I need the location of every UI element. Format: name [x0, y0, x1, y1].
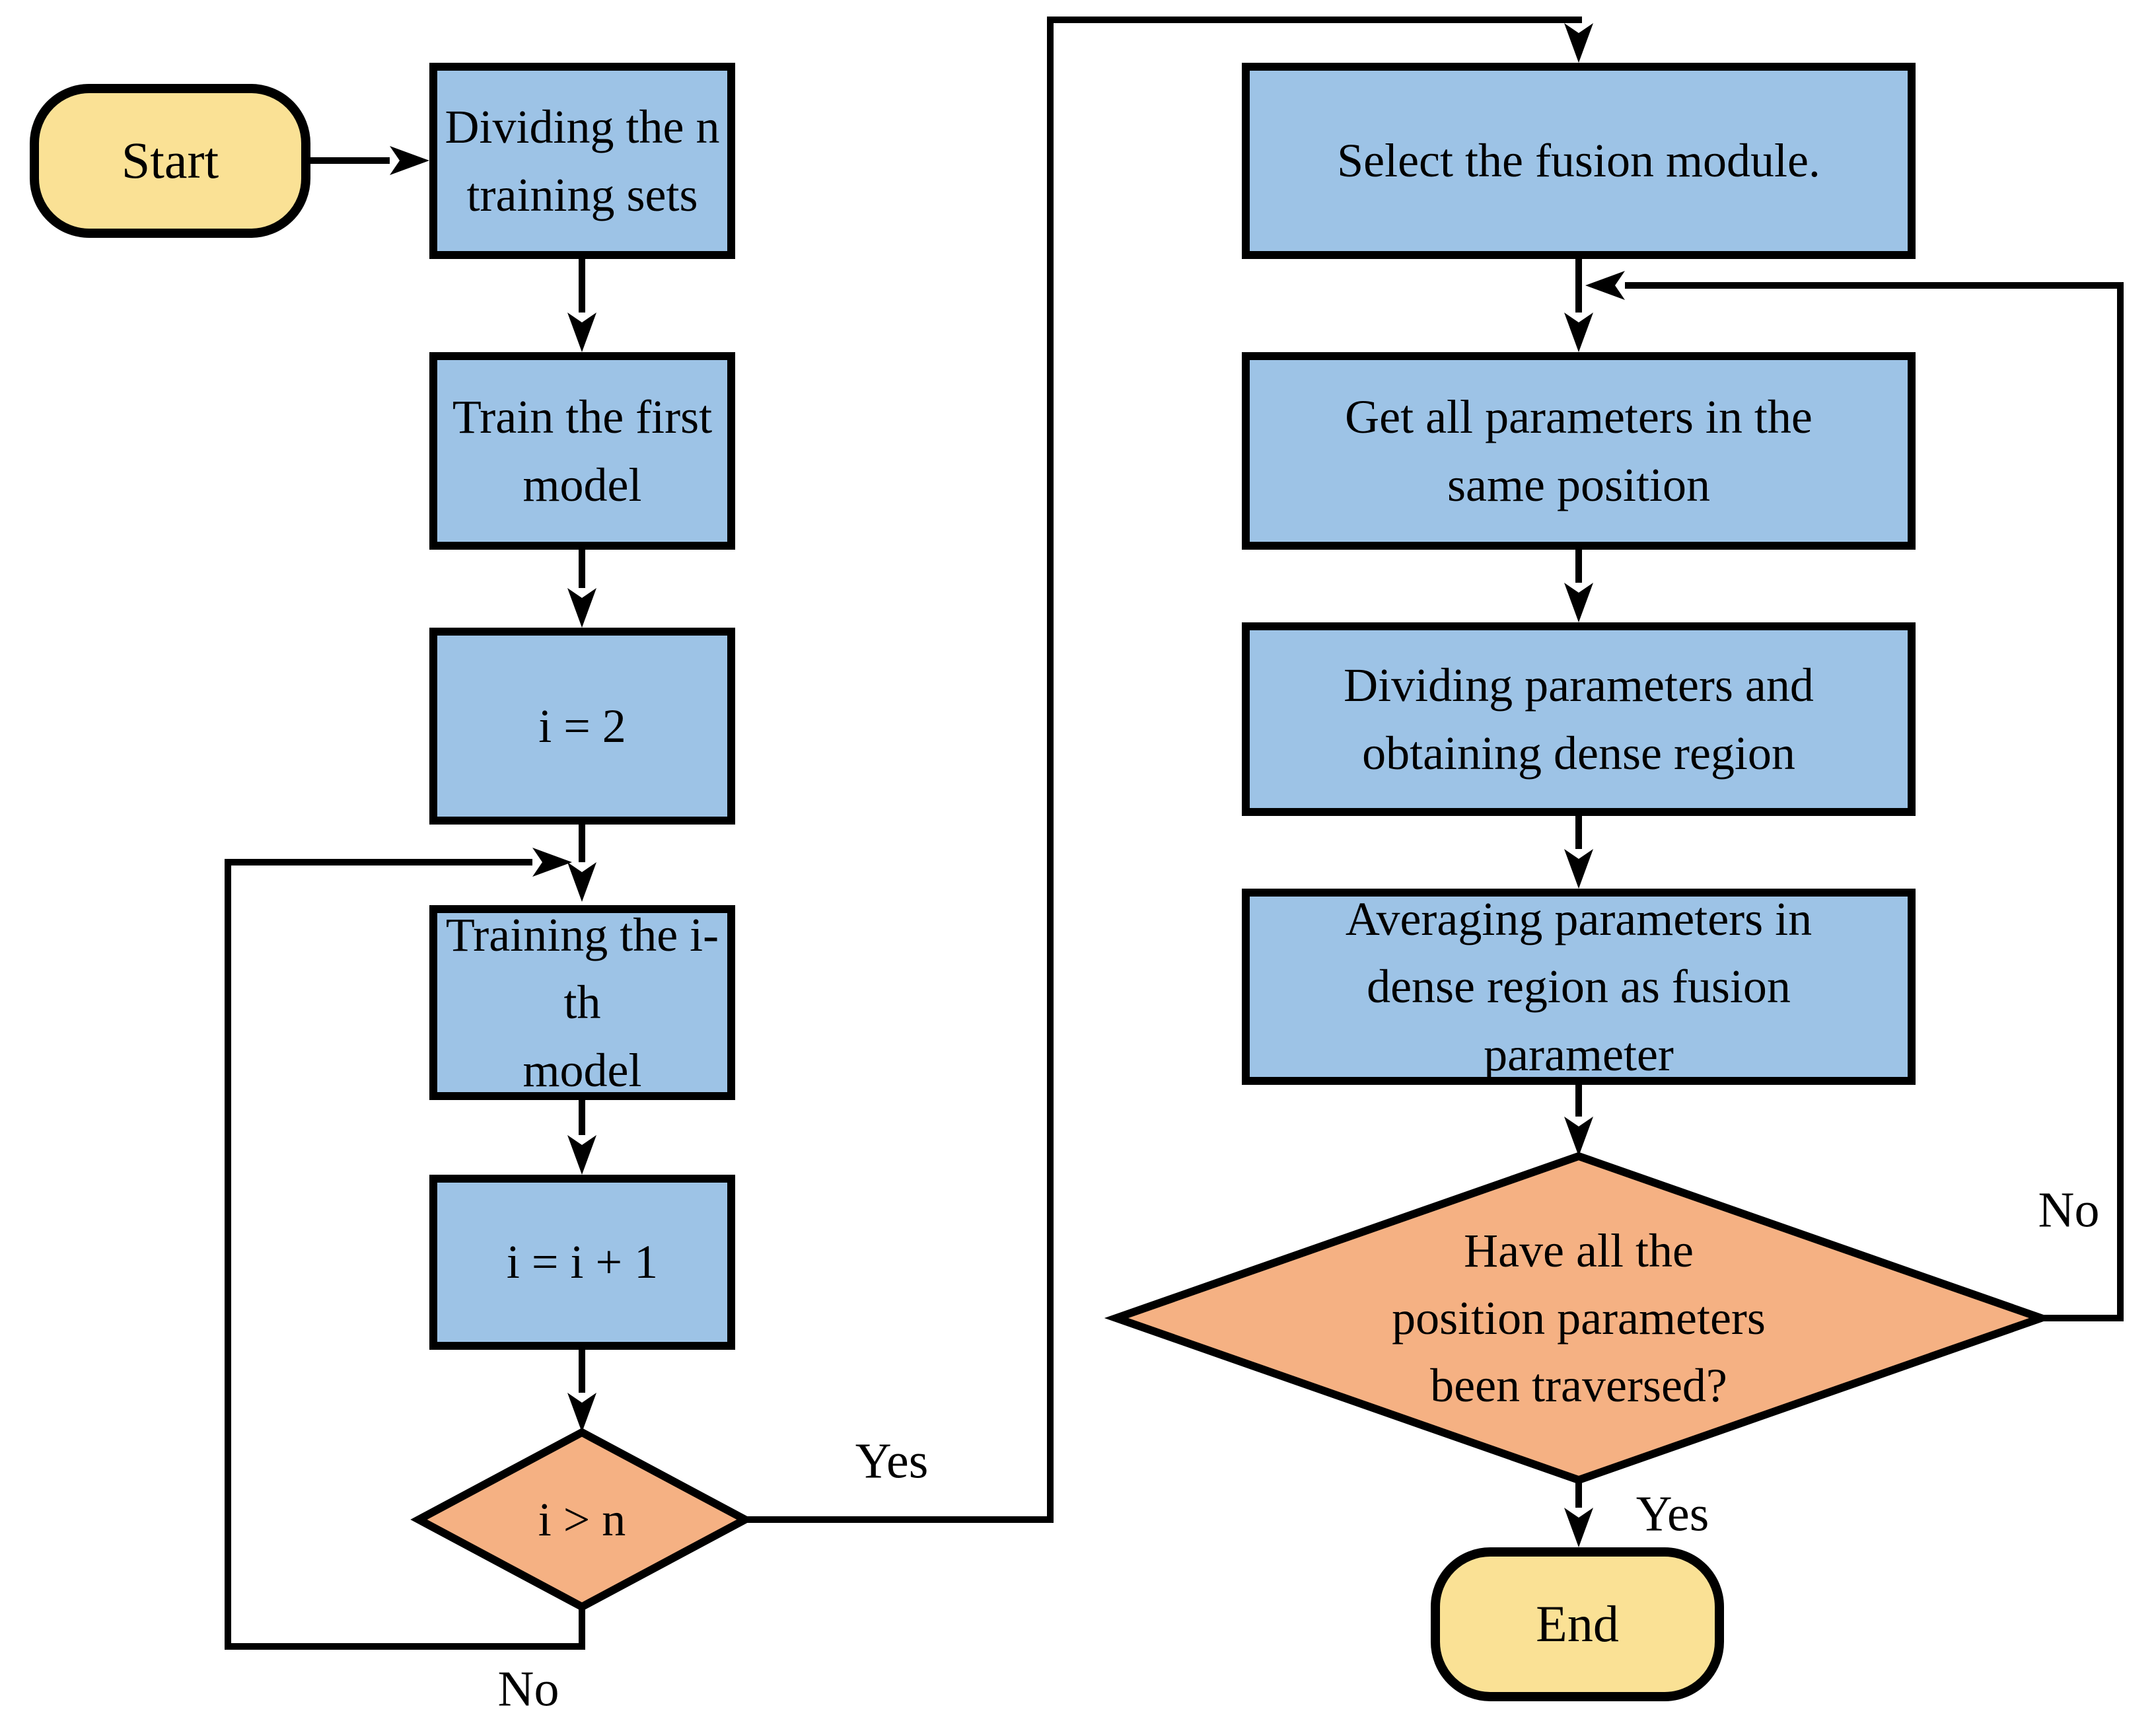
train-first-model-box: Train the first model: [429, 352, 735, 550]
start-node: Start: [30, 84, 310, 238]
train-first-model-label: Train the first model: [452, 390, 713, 511]
connector-yes-to-select: [745, 17, 1593, 1523]
end-node: End: [1431, 1547, 1724, 1701]
dividing-parameters-box: Dividing parameters and obtaining dense …: [1242, 622, 1916, 816]
dividing-parameters-label: Dividing parameters and obtaining dense …: [1344, 659, 1814, 780]
training-ith-model-box: Training the i-th model: [429, 905, 735, 1100]
no-label-left: No: [497, 1661, 559, 1717]
training-ith-model-label: Training the i-th model: [445, 908, 719, 1097]
end-label: End: [1536, 1595, 1619, 1653]
dividing-training-sets-label: Dividing the n training sets: [445, 100, 720, 221]
traversed-diamond: [1104, 1152, 2054, 1485]
i-greater-n-label: i > n: [538, 1492, 626, 1546]
i-equals-2-box: i = 2: [429, 628, 735, 825]
select-fusion-module-box: Select the fusion module.: [1242, 63, 1916, 259]
i-greater-n-diamond-label-box: i > n: [450, 1480, 714, 1559]
yes-label-end: Yes: [1635, 1486, 1709, 1542]
get-parameters-box: Get all parameters in the same position: [1242, 352, 1916, 550]
averaging-parameters-box: Averaging parameters in dense region as …: [1242, 889, 1916, 1085]
select-fusion-module-label: Select the fusion module.: [1337, 134, 1820, 188]
averaging-parameters-label: Averaging parameters in dense region as …: [1345, 893, 1813, 1081]
i-equals-2-label: i = 2: [538, 699, 626, 753]
connector-no-loop-left: [225, 848, 585, 1650]
i-greater-n-diamond: [410, 1428, 754, 1611]
dividing-training-sets-box: Dividing the n training sets: [429, 63, 735, 259]
increment-i-label: i = i + 1: [506, 1235, 659, 1289]
connector-no-loop-right: [1585, 271, 2124, 1321]
increment-i-box: i = i + 1: [429, 1175, 735, 1350]
traversed-diamond-label-box: Have all the position parameters been tr…: [1348, 1208, 1810, 1428]
yes-label-left: Yes: [855, 1433, 929, 1489]
traversed-label: Have all the position parameters been tr…: [1392, 1224, 1766, 1413]
get-parameters-label: Get all parameters in the same position: [1345, 390, 1813, 511]
start-label: Start: [121, 131, 219, 190]
no-label-right: No: [2038, 1182, 2100, 1238]
